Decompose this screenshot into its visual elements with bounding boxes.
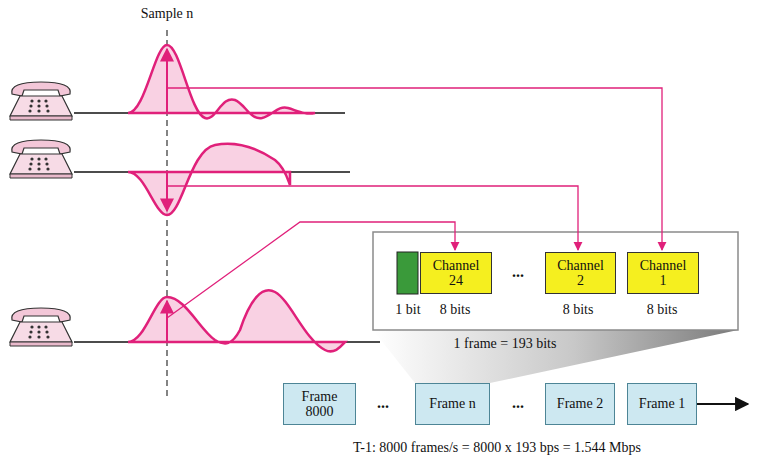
sample-leader xyxy=(167,186,578,250)
frame-box: Frame n xyxy=(415,383,490,425)
channel-slot: Channel 1 xyxy=(627,252,699,294)
channel-slot: Channel 2 xyxy=(545,252,616,294)
box-label: Frame 8000 xyxy=(292,389,347,420)
framing-bit xyxy=(397,252,418,294)
sample-leader xyxy=(167,222,455,318)
caption: T-1: 8000 frames/s = 8000 x 193 bps = 1.… xyxy=(353,440,641,455)
box-label: Channel 1 xyxy=(638,258,688,289)
ellipsis: ... xyxy=(512,394,524,412)
ellipsis: ... xyxy=(377,394,389,412)
sample-arrow xyxy=(166,301,168,342)
channel-slot: Channel 24 xyxy=(420,252,492,294)
box-label: Frame 1 xyxy=(639,396,685,411)
frame-box: Frame 2 xyxy=(545,383,615,425)
sample-label: Sample n xyxy=(141,6,194,21)
box-label: Frame n xyxy=(429,396,475,411)
bit-count: 1 bit xyxy=(395,302,420,317)
waveform xyxy=(128,144,290,215)
waveform xyxy=(128,45,315,118)
box-label: Frame 2 xyxy=(557,396,603,411)
stream-arrow xyxy=(697,403,748,405)
box-label: Channel 24 xyxy=(431,258,481,289)
frame-size-label: 1 frame = 193 bits xyxy=(454,336,557,351)
box-label: Channel 2 xyxy=(556,258,605,289)
bit-count: 8 bits xyxy=(563,302,594,317)
sample-arrow xyxy=(166,49,168,113)
sample-leader xyxy=(167,88,662,250)
ellipsis: ... xyxy=(512,263,524,281)
telephone-icon xyxy=(10,140,72,178)
telephone-icon xyxy=(10,82,72,120)
sample-arrow xyxy=(166,172,168,211)
bit-count: 8 bits xyxy=(647,302,678,317)
telephone-icon xyxy=(10,308,72,346)
frame-box: Frame 8000 xyxy=(283,383,356,425)
bit-count: 8 bits xyxy=(440,302,471,317)
waveform xyxy=(128,290,345,351)
frame-panel xyxy=(373,232,738,330)
frame-box: Frame 1 xyxy=(627,383,697,425)
zoom-funnel xyxy=(373,330,738,383)
